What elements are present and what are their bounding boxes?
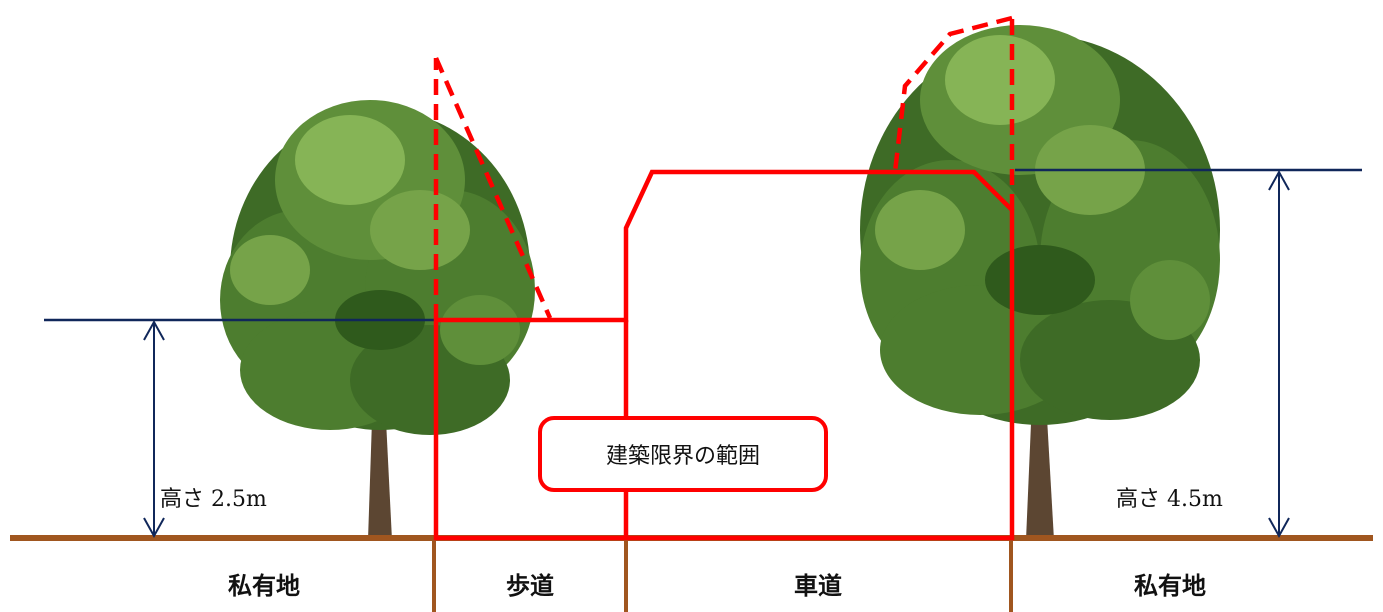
right-tree-canopy — [860, 25, 1220, 425]
double-arrow-vertical-icon — [1268, 169, 1290, 539]
zone-label-roadway: 車道 — [794, 572, 842, 600]
zone-label-private-right: 私有地 — [1134, 572, 1206, 600]
double-arrow-vertical-icon — [143, 319, 165, 539]
right-tree-trunk — [1026, 400, 1054, 540]
left-tree-icon — [220, 100, 535, 540]
zone-divider-3 — [1009, 541, 1013, 612]
right-tree-icon — [860, 25, 1220, 540]
zone-label-sidewalk: 歩道 — [506, 572, 554, 600]
left-tree-trunk — [368, 420, 392, 540]
zone-divider-2 — [624, 541, 628, 612]
left-tree-canopy — [220, 100, 535, 435]
pruning-guide-left — [433, 57, 553, 320]
height-label-right: 高さ 4.5m — [1116, 487, 1223, 512]
zone-divider-1 — [432, 541, 436, 612]
clearance-range-callout: 建築限界の範囲 — [538, 416, 828, 492]
height-label-left: 高さ 2.5m — [160, 487, 267, 512]
pruning-guide-right — [892, 15, 1015, 210]
zone-label-private-left: 私有地 — [228, 572, 300, 600]
clearance-range-label: 建築限界の範囲 — [606, 444, 760, 469]
